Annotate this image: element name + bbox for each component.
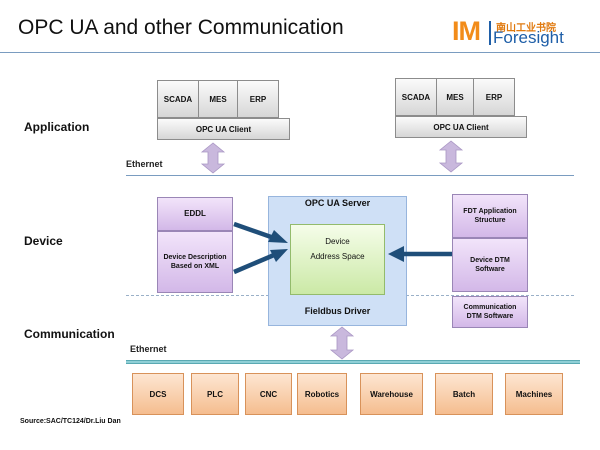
brand-im: IM bbox=[452, 16, 481, 46]
field-device-plc: PLC bbox=[191, 373, 239, 415]
opc-ua-server-title: OPC UA Server bbox=[304, 198, 371, 208]
source-note: Source:SAC/TC124/Dr.Liu Dan bbox=[20, 418, 121, 425]
layer-label-communication: Communication bbox=[24, 327, 115, 341]
title-rule bbox=[0, 52, 600, 53]
field-device-robotics: Robotics bbox=[297, 373, 347, 415]
field-device-batch: Batch bbox=[435, 373, 493, 415]
arrow-dtm-to-address-space bbox=[388, 246, 452, 262]
brand-logo: IM 南山工业书院 Foresight bbox=[452, 16, 594, 48]
address-space-line1: Device bbox=[325, 237, 350, 246]
double-arrow-left-client bbox=[200, 142, 226, 174]
double-arrow-right-client bbox=[438, 140, 464, 173]
layer-label-device: Device bbox=[24, 234, 63, 248]
app-right-scada-box: SCADA bbox=[395, 78, 437, 116]
brand-foresight: Foresight bbox=[493, 28, 564, 47]
arrow-description-to-address-space bbox=[233, 249, 288, 275]
brand-chinese: 南山工业书院 bbox=[496, 23, 556, 34]
comm-dtm-line2: DTM Software bbox=[466, 313, 514, 320]
slide-title: OPC UA and other Communication bbox=[18, 16, 344, 39]
fieldbus-driver-label: Fieldbus Driver bbox=[304, 306, 371, 316]
app-left-opc-ua-client: OPC UA Client bbox=[157, 118, 290, 140]
brand-divider bbox=[489, 21, 491, 45]
field-device-warehouse: Warehouse bbox=[360, 373, 423, 415]
arrow-eddl-to-address-space bbox=[233, 221, 288, 243]
address-space-line2: Address Space bbox=[310, 252, 365, 262]
comm-dtm-line1: Communication bbox=[463, 303, 517, 311]
fdt-structure-line2: Structure bbox=[474, 217, 506, 224]
device-dtm-line2: Software bbox=[475, 266, 505, 273]
app-left-scada-box: SCADA bbox=[157, 80, 199, 118]
field-device-cnc: CNC bbox=[245, 373, 292, 415]
app-left-erp-box: ERP bbox=[237, 80, 279, 118]
application-device-separator bbox=[126, 175, 574, 176]
fdt-application-structure-box: FDT Application Structure bbox=[452, 194, 528, 238]
app-right-opc-ua-client: OPC UA Client bbox=[395, 116, 527, 138]
double-arrow-fieldbus bbox=[329, 326, 355, 360]
fdt-structure-line1: FDT Application bbox=[463, 207, 517, 215]
field-device-dcs: DCS bbox=[132, 373, 184, 415]
device-dtm-line1: Device DTM bbox=[470, 256, 510, 264]
field-device-machines: Machines bbox=[505, 373, 563, 415]
device-dtm-software-box: Device DTM Software bbox=[452, 238, 528, 292]
communication-dtm-software-box: Communication DTM Software bbox=[452, 296, 528, 328]
device-description-line1: Device Description bbox=[163, 253, 227, 261]
ethernet-label-lower: Ethernet bbox=[130, 344, 167, 354]
eddl-box: EDDL bbox=[157, 197, 233, 231]
ethernet-label-upper: Ethernet bbox=[126, 159, 163, 169]
device-description-box: Device Description Based on XML bbox=[157, 231, 233, 293]
app-right-mes-box: MES bbox=[436, 78, 474, 116]
layer-label-application: Application bbox=[24, 120, 90, 134]
fieldbus-ethernet-line bbox=[126, 360, 580, 364]
app-right-erp-box: ERP bbox=[473, 78, 515, 116]
device-address-space-box: Device Address Space bbox=[290, 224, 385, 295]
device-description-line2: Based on XML bbox=[170, 263, 220, 270]
